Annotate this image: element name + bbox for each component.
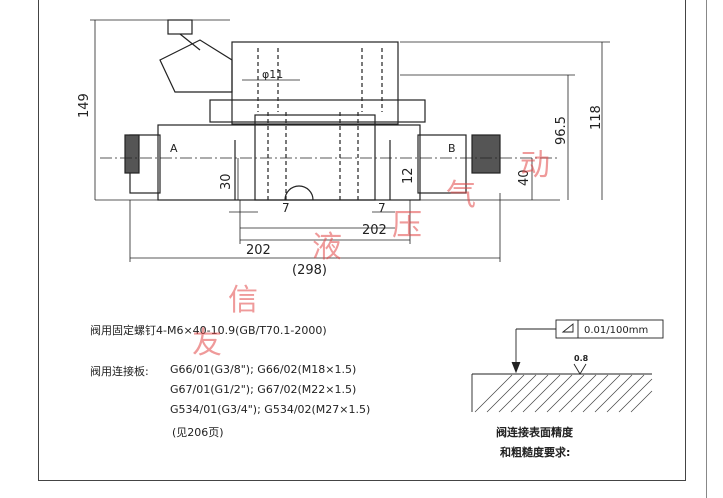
surface-caption-1: 阀连接表面精度 (496, 426, 573, 439)
plate-line-1: G66/01(G3/8"); G66/02(M18×1.5) (170, 363, 357, 376)
port-b-label: B (448, 142, 456, 155)
dim-202-lower: 202 (362, 223, 387, 238)
flatness-icon (561, 323, 574, 333)
plate-line-2: G67/01(G1/2"); G67/02(M22×1.5) (170, 383, 357, 396)
dim-298: (298) (292, 263, 327, 278)
left-knob (124, 134, 140, 174)
watermark-char-6: 动 (520, 148, 550, 183)
pilot-base (209, 99, 426, 123)
mounting-hole (284, 185, 314, 201)
dim-118: 118 (589, 105, 604, 130)
roughness-value: 0.8 (574, 354, 589, 363)
watermark-char-5: 气 (446, 178, 476, 213)
plate-line-3: G534/01(G3/4"); G534/02(M27×1.5) (170, 403, 371, 416)
dim-phi11: φ11 (262, 68, 283, 81)
watermark-char-1: 友 (192, 326, 222, 361)
dim-30: 30 (219, 173, 234, 190)
dim-149: 149 (77, 93, 92, 118)
surface-caption-2: 和粗糙度要求: (500, 446, 571, 459)
right-knob (471, 134, 501, 174)
page-frame (38, 0, 686, 481)
dim-7-left: 7 (282, 201, 290, 215)
dim-202-upper: 202 (246, 243, 271, 258)
watermark-char-3: 液 (312, 230, 342, 265)
port-a-label: A (170, 142, 178, 155)
right-end-cap (417, 134, 467, 194)
dim-7-right: 7 (378, 201, 386, 215)
page-edge-line (706, 0, 707, 498)
connector-cap (167, 19, 193, 35)
dim-12: 12 (401, 167, 416, 184)
bolt-note: 阀用固定螺钉4-M6×40-10.9(GB/T70.1-2000) (90, 324, 327, 337)
roughness-icon (573, 363, 587, 375)
plate-label: 阀用连接板: (90, 365, 149, 378)
center-block (254, 114, 376, 201)
watermark-char-2: 信 (228, 283, 258, 318)
flatness-value: 0.01/100mm (584, 325, 648, 336)
dim-40: 40 (517, 169, 532, 186)
watermark-char-4: 压 (392, 208, 422, 243)
plate-reference: (见206页) (172, 426, 224, 439)
valve-body (157, 124, 421, 201)
hatching (474, 374, 653, 413)
pilot-valve (231, 41, 399, 125)
connector-plug (159, 39, 233, 93)
dim-96-5: 96.5 (554, 116, 569, 145)
